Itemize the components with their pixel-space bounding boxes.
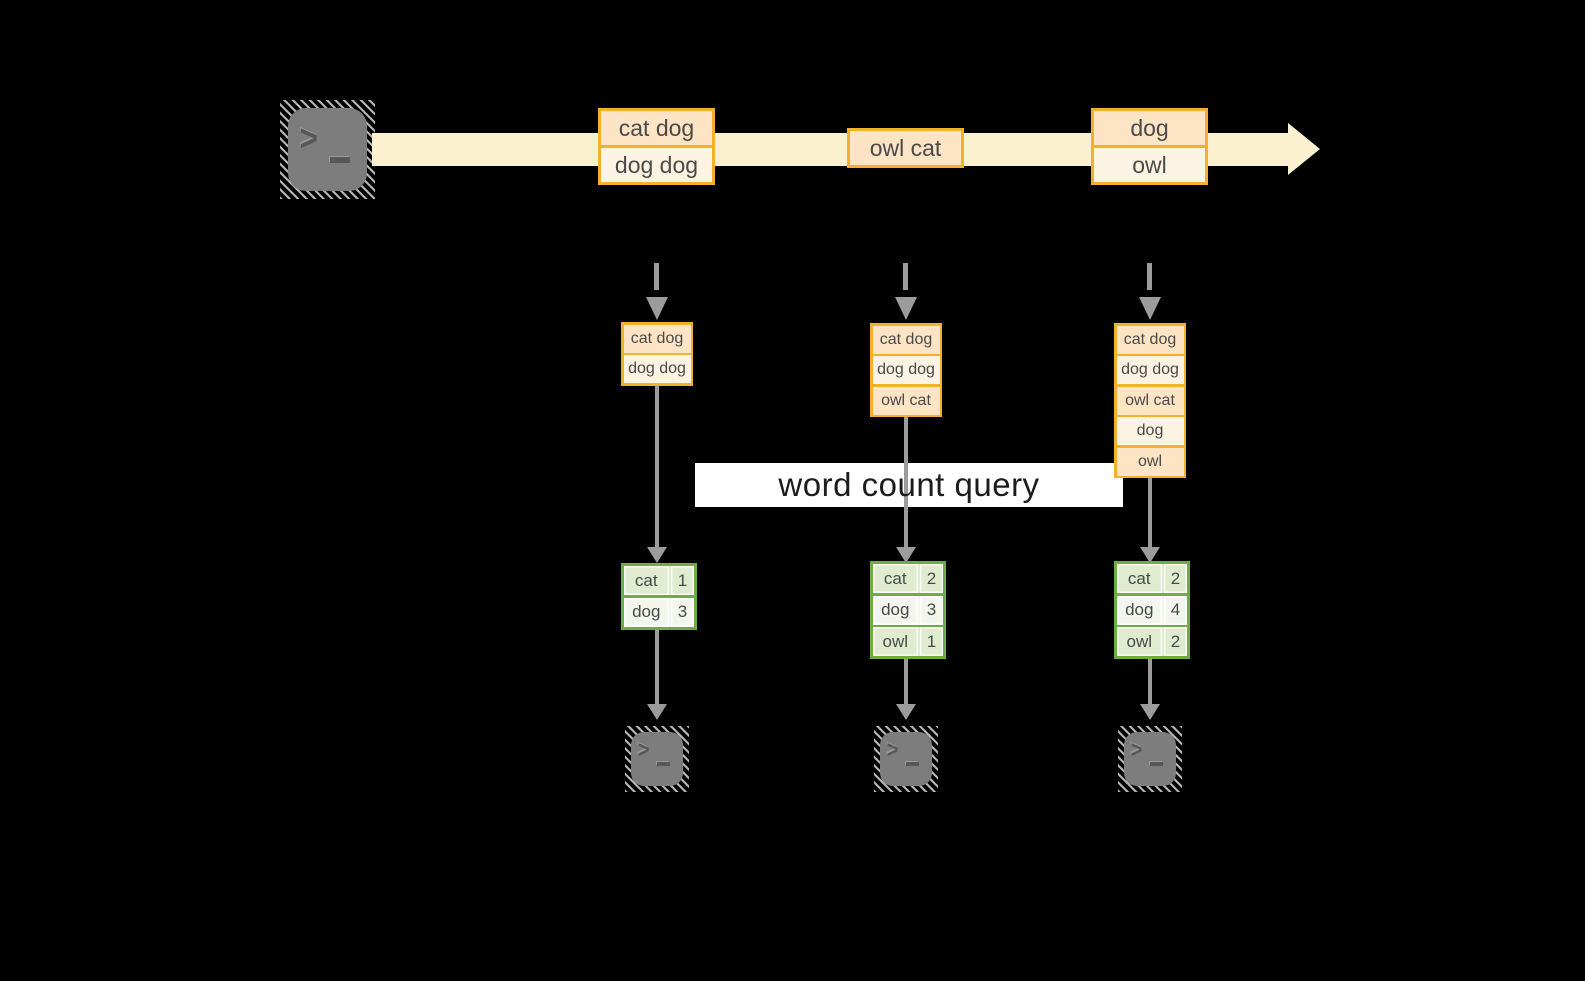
prompt-underscore-icon <box>906 762 919 766</box>
dashed-arrow-segment <box>903 263 908 290</box>
count-cell: 3 <box>920 595 943 625</box>
terminal-icon-body: > <box>1124 732 1176 786</box>
count-cell: 1 <box>671 566 694 595</box>
count-table-3: cat 2 dog 4 owl 2 <box>1114 561 1190 659</box>
count-table-2: cat 2 dog 3 owl 1 <box>870 561 946 659</box>
dashed-arrow-segment <box>654 263 659 290</box>
arrowhead-down-icon <box>1139 297 1161 320</box>
word-cell: owl <box>873 627 918 656</box>
count-cell: 1 <box>920 627 943 656</box>
count-cell: 3 <box>671 597 694 627</box>
prompt-chevron-icon: > <box>1130 737 1143 764</box>
count-cell: 4 <box>1164 595 1187 625</box>
arrowhead-down-icon <box>896 547 916 563</box>
count-cell: 2 <box>920 564 943 593</box>
table-row: cat 1 <box>624 566 694 595</box>
prompt-chevron-icon: > <box>886 737 899 764</box>
buffer-row: dog dog <box>623 355 691 383</box>
buffer-row: owl cat <box>872 386 940 415</box>
table-row: dog 3 <box>873 595 943 625</box>
word-cell: owl <box>1117 627 1162 656</box>
stream-arrowhead-icon <box>1288 123 1320 175</box>
word-cell: cat <box>624 566 669 595</box>
buffer-stack-3: cat dog dog dog owl cat dog owl <box>1114 323 1186 478</box>
event-line: owl cat <box>850 131 961 165</box>
buffer-row: owl cat <box>1116 386 1184 415</box>
word-cell: dog <box>873 595 918 625</box>
flow-line <box>1148 659 1152 704</box>
source-terminal-icon: > <box>280 100 375 199</box>
arrowhead-down-icon <box>647 547 667 563</box>
table-row: owl 1 <box>873 627 943 656</box>
arrowhead-down-icon <box>646 297 668 320</box>
flow-line <box>1148 478 1152 547</box>
flow-line <box>655 385 659 547</box>
sink-terminal-icon-1: > <box>625 726 689 792</box>
buffer-row: dog dog <box>872 356 940 384</box>
buffer-row: cat dog <box>1116 325 1184 354</box>
flow-line <box>655 630 659 704</box>
terminal-icon-body: > <box>288 108 367 191</box>
buffer-row: owl <box>1116 447 1184 476</box>
terminal-icon-body: > <box>631 732 683 786</box>
prompt-chevron-icon: > <box>299 117 318 159</box>
word-cell: dog <box>1117 595 1162 625</box>
prompt-underscore-icon <box>657 762 670 766</box>
arrowhead-down-icon <box>1140 704 1160 720</box>
stream-event-2: owl cat <box>847 128 964 168</box>
event-line: owl <box>1094 148 1205 182</box>
flow-line <box>904 417 908 547</box>
table-row: cat 2 <box>1117 564 1187 593</box>
prompt-underscore-icon <box>1150 762 1163 766</box>
buffer-row: dog dog <box>1116 356 1184 384</box>
stream-event-3: dog owl <box>1091 108 1208 185</box>
prompt-chevron-icon: > <box>637 737 650 764</box>
event-line: cat dog <box>601 111 712 145</box>
stream-event-1: cat dog dog dog <box>598 108 715 185</box>
sink-terminal-icon-2: > <box>874 726 938 792</box>
event-line: dog dog <box>601 148 712 182</box>
table-row: owl 2 <box>1117 627 1187 656</box>
table-row: cat 2 <box>873 564 943 593</box>
buffer-stack-1: cat dog dog dog <box>621 322 693 386</box>
table-row: dog 3 <box>624 597 694 627</box>
sink-terminal-icon-3: > <box>1118 726 1182 792</box>
count-cell: 2 <box>1164 564 1187 593</box>
buffer-stack-2: cat dog dog dog owl cat <box>870 323 942 417</box>
word-cell: cat <box>1117 564 1162 593</box>
flow-line <box>904 659 908 704</box>
event-line: dog <box>1094 111 1205 145</box>
arrowhead-down-icon <box>647 704 667 720</box>
count-table-1: cat 1 dog 3 <box>621 563 697 630</box>
terminal-icon-body: > <box>880 732 932 786</box>
query-label: word count query <box>778 466 1040 503</box>
word-cell: cat <box>873 564 918 593</box>
arrowhead-down-icon <box>895 297 917 320</box>
buffer-row: cat dog <box>872 325 940 354</box>
arrowhead-down-icon <box>896 704 916 720</box>
buffer-row: dog <box>1116 417 1184 445</box>
prompt-underscore-icon <box>330 157 350 163</box>
table-row: dog 4 <box>1117 595 1187 625</box>
word-cell: dog <box>624 597 669 627</box>
query-label-background <box>695 463 1123 507</box>
buffer-row: cat dog <box>623 324 691 353</box>
dashed-arrow-segment <box>1147 263 1152 290</box>
arrowhead-down-icon <box>1140 547 1160 563</box>
count-cell: 2 <box>1164 627 1187 656</box>
